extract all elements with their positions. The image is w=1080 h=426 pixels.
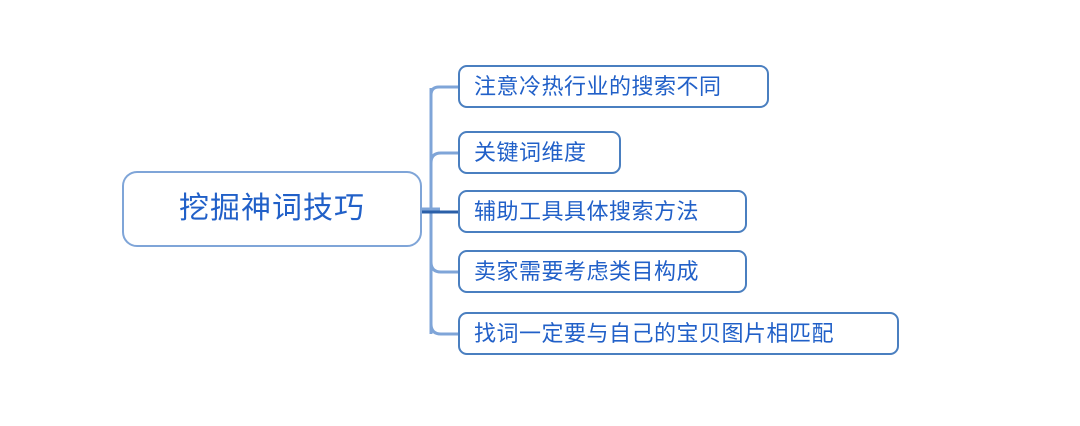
child-node-4-label: 卖家需要考虑类目构成 [474, 258, 700, 284]
connector-branch-0 [429, 85, 458, 98]
connector-branch-3 [429, 261, 458, 274]
child-node-4[interactable]: 卖家需要考虑类目构成 [458, 250, 747, 293]
root-node-label: 挖掘神词技巧 [179, 192, 365, 225]
connector-branch-1 [429, 151, 458, 164]
child-node-3[interactable]: 辅助工具具体搜索方法 [458, 190, 747, 233]
connector-branch-4 [429, 323, 458, 336]
child-node-1-label: 注意冷热行业的搜索不同 [474, 73, 722, 99]
root-node[interactable]: 挖掘神词技巧 [122, 171, 422, 247]
child-node-1[interactable]: 注意冷热行业的搜索不同 [458, 65, 769, 108]
child-node-5[interactable]: 找词一定要与自己的宝贝图片相匹配 [458, 312, 899, 355]
child-node-2[interactable]: 关键词维度 [458, 131, 621, 174]
child-node-5-label: 找词一定要与自己的宝贝图片相匹配 [474, 320, 835, 346]
child-node-3-label: 辅助工具具体搜索方法 [474, 198, 700, 224]
child-node-2-label: 关键词维度 [474, 139, 587, 165]
